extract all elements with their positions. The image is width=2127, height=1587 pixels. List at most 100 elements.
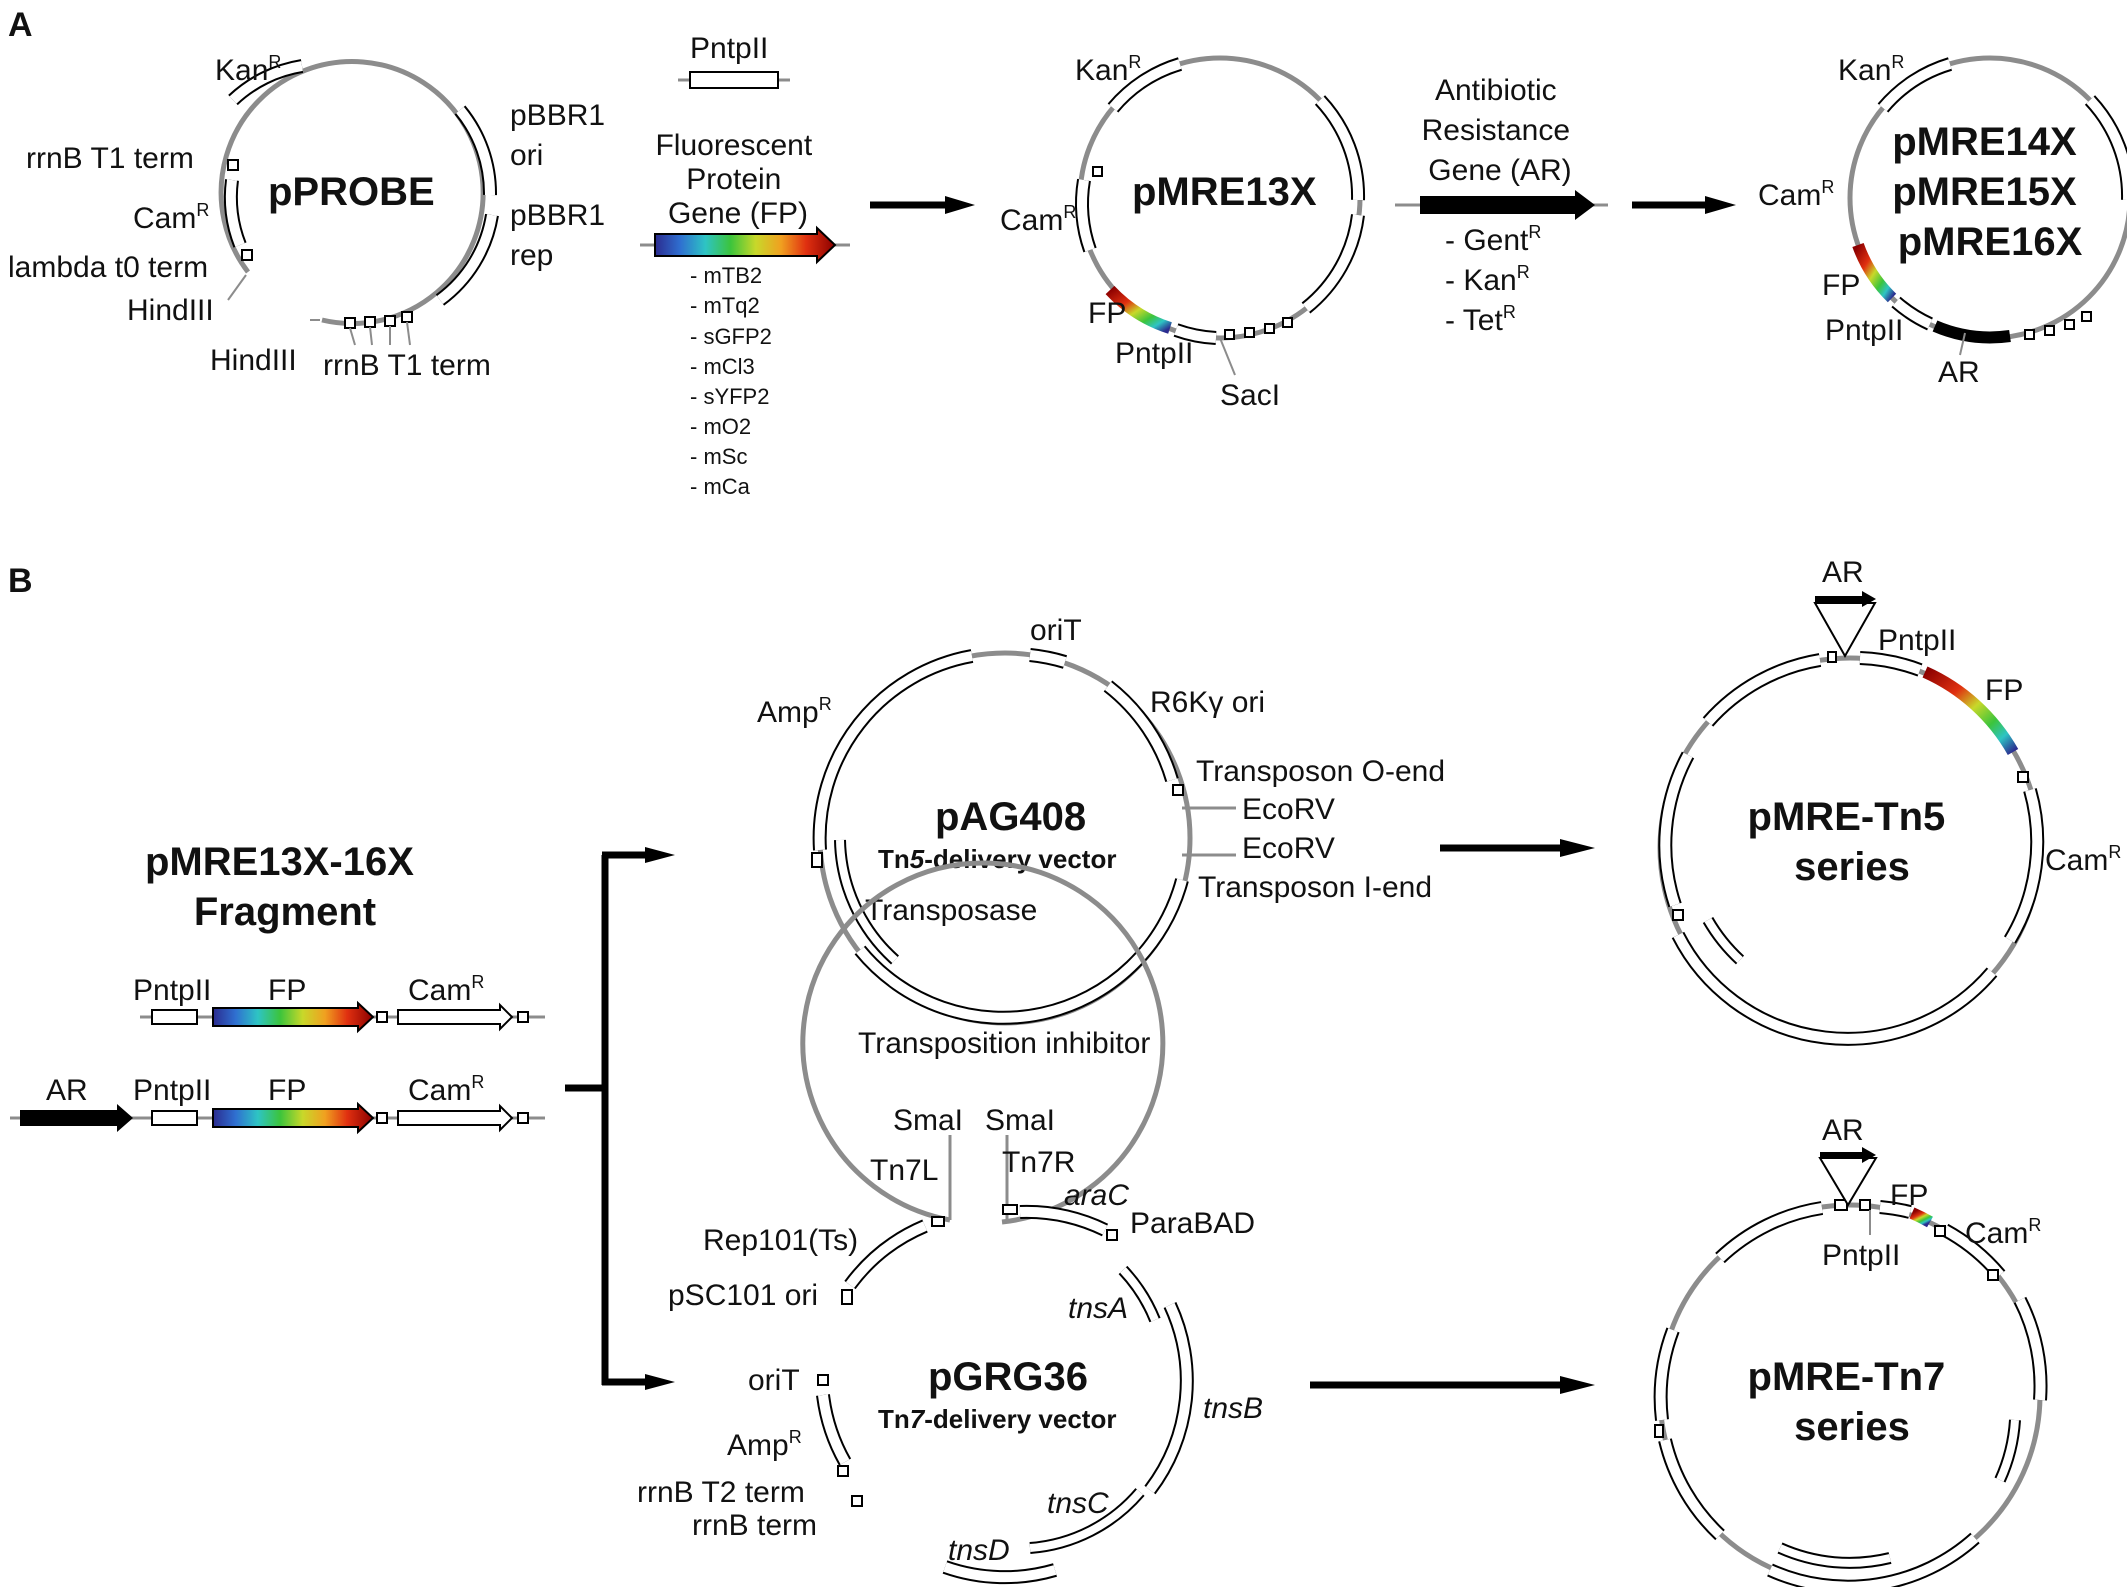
pprobe-lambda-label: lambda t0 term [8,251,208,284]
pprobe-hindiii-1-label: HindIII [127,294,214,327]
tn7-name: pMRE-Tn7 series [1748,1355,1957,1449]
ar-title: Antibiotic Resistance Gene (AR) [1422,74,1579,187]
frag1-camr-arrow [397,1002,514,1032]
pgrg36-rrnb-label: rrnB term [692,1509,817,1542]
pmre13x-saci-label: SacI [1220,379,1280,412]
pgrg36-tnsd-label: tnsD [948,1534,1010,1567]
fragment-2: AR PntpII FP CamR [10,1072,545,1135]
pgrg36-backbone [800,860,1166,1225]
frag2-ar-arrow [20,1104,133,1132]
arrow-a1 [870,196,975,214]
pgrg36-tnsb-label: tnsB [1203,1392,1263,1425]
panel-b-letter: B [8,562,33,600]
pgrg36-smai-2-label: SmaI [985,1104,1055,1137]
pmre14x-fp-gene [1852,242,1897,303]
pag408-r6k-label: R6Kγ ori [1150,686,1265,719]
pag408-inhibitor-label: Transposition inhibitor [858,1027,1150,1060]
fp-variant: - mCl3 [690,354,755,379]
fragment-1: PntpII FP CamR [133,972,545,1034]
pgrg36-ampr-label: AmpR [727,1427,802,1462]
tn5-camr-label: CamR [2045,842,2121,877]
pgrg36-tnsa-label: tnsA [1068,1292,1128,1325]
pgrg36-rrnb-t2-label: rrnB T2 term [637,1476,805,1509]
ar-gene-arrow [1420,190,1595,220]
tn7-insertion-triangle [1818,1157,1878,1207]
pmre14x-camr-label: CamR [1758,177,1834,212]
pgrg36-arac-label: araC [1064,1179,1129,1212]
pmre14x-name: pMRE14X pMRE15X pMRE16X [1892,120,2088,264]
frag2-fp-arrow [212,1101,375,1135]
pag408-name: pAG408 [935,795,1086,839]
pmre13x-kanr-label: KanR [1075,52,1141,87]
frag1-pntpii-label: PntpII [133,974,211,1007]
arrow-b1 [1440,839,1595,857]
frag1-fp-label: FP [268,974,306,1007]
pag408-ecorv-1-label: EcoRV [1242,793,1335,826]
branch-arrows [565,847,675,1390]
pprobe-rrnb-bottom-label: rrnB T1 term [323,349,491,382]
fp-variant: - mO2 [690,414,751,439]
frag2-pntpii-box [151,1110,198,1126]
tn7-ar-arrow [1820,1147,1876,1163]
tn5-fp-label: FP [1985,674,2023,707]
tn5-name: pMRE-Tn5 series [1748,795,1957,889]
pgrg36-subtitle: Tn7-delivery vector [878,1404,1116,1434]
frag1-fp-arrow [212,1000,375,1034]
pag408-ecorv-2-label: EcoRV [1242,832,1335,865]
pgrg36-tn7l-label: Tn7L [870,1154,938,1187]
pgrg36-plasmid: pGRG36 Tn7-delivery vector SmaI SmaI Tn7… [637,860,1263,1585]
pmre14x-ar-gene [1932,320,2011,344]
tn5-fp-gene [1922,666,2019,755]
arrow-a2 [1632,196,1736,214]
pag408-transposase-label: Transposase [865,894,1037,927]
fp-variant: - mTq2 [690,293,760,318]
pmre13x-rep-gene [1301,214,1365,314]
tn7-fp-label: FP [1890,1179,1928,1212]
fp-variant: - mSc [690,444,747,469]
pag408-plasmid: pAG408 Tn5-delivery vector oriT R6Kγ ori… [757,614,1445,1060]
fp-variant: - sYFP2 [690,384,769,409]
pprobe-rrnb-top-label: rrnB T1 term [26,142,194,175]
panel-a-letter: A [8,6,33,44]
pag408-i-end-label: Transposon I-end [1198,871,1432,904]
ar-option: - GentR [1445,222,1541,257]
pgrg36-name: pGRG36 [928,1355,1088,1399]
fp-gene-arrow [654,225,837,265]
pmre13x-fp-label: FP [1088,297,1126,330]
insert-pntpii-fp: PntpII Fluorescent Protein Gene (FP) - m… [640,32,850,499]
tn7-fp-gene [1909,1207,1933,1228]
tn7-pntpii-label: PntpII [1822,1239,1900,1272]
frag1-camr-label: CamR [408,972,484,1007]
pag408-o-end-label: Transposon O-end [1196,755,1445,788]
pmre14x-fp-label: FP [1822,269,1860,302]
frag2-camr-label: CamR [408,1072,484,1107]
pmre13x-plasmid: pMRE13X KanR CamR FP PntpII SacI [1000,52,1366,412]
pmre13x-camr-label: CamR [1000,202,1076,237]
pag408-orit-label: oriT [1030,614,1082,647]
arrow-b2 [1310,1376,1595,1394]
tn5-pntpii-label: PntpII [1878,624,1956,657]
pgrg36-orit-label: oriT [748,1364,800,1397]
pgrg36-tn7r-label: Tn7R [1002,1146,1075,1179]
tn7-camr-label: CamR [1965,1215,2041,1250]
pmre14x-kanr-label: KanR [1838,52,1904,87]
pmre14x-plasmid: pMRE14X pMRE15X pMRE16X KanR CamR FP Pnt… [1758,52,2127,389]
frag2-camr-arrow [397,1103,514,1133]
pntpii-box [689,71,779,89]
pag408-ampr-label: AmpR [757,694,832,729]
pprobe-plasmid: pPROBE KanR rrnB T1 term CamR lambda t0 … [8,52,605,382]
pmre14x-pntpii-label: PntpII [1825,314,1903,347]
ar-option: - TetR [1445,302,1516,337]
fp-variant-list: - mTB2 - mTq2 - sGFP2 - mCl3 - sYFP2 - m… [690,263,772,499]
pmre13x-name: pMRE13X [1132,170,1317,214]
pgrg36-psc101-label: pSC101 ori [668,1279,818,1312]
pgrg36-rep101-label: Rep101(Ts) [703,1224,858,1257]
fp-variant: - mCa [690,474,751,499]
frag2-pntpii-label: PntpII [133,1074,211,1107]
frag2-fp-label: FP [268,1074,306,1107]
pntpii-top-label: PntpII [690,32,768,65]
pmre13x-fp-gene [1105,285,1172,334]
